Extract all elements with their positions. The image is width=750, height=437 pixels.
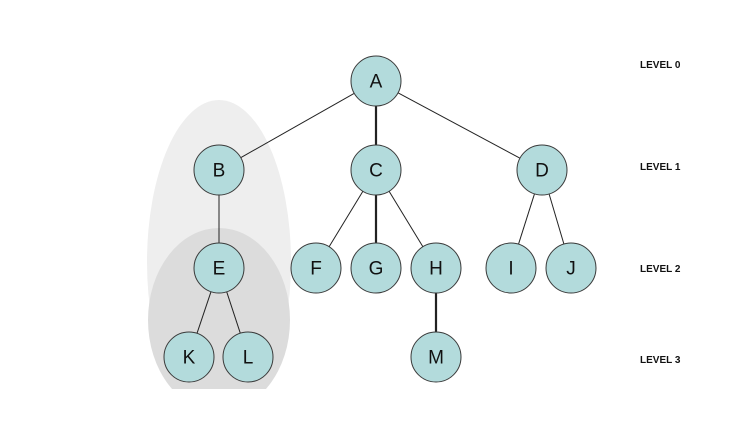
node-label: H [429, 259, 443, 280]
node-f: F [290, 242, 342, 294]
edge-e-l [226, 291, 241, 334]
node-circle [350, 242, 402, 294]
edge-c-h [388, 191, 424, 247]
node-e: E [193, 242, 245, 294]
edge-c-f [328, 191, 364, 247]
node-h: H [410, 242, 462, 294]
node-label: F [310, 259, 322, 280]
node-label: L [243, 348, 254, 369]
node-k: K [163, 331, 215, 383]
node-label: G [369, 259, 384, 280]
node-circle [410, 242, 462, 294]
node-i: I [485, 242, 537, 294]
edge-d-j [548, 193, 565, 245]
node-circle [410, 331, 462, 383]
level-label-0: LEVEL 0 [640, 60, 681, 71]
level-labels: LEVEL 0 LEVEL 1 LEVEL 2 LEVEL 3 [640, 60, 681, 366]
node-label: K [183, 348, 196, 369]
node-label: D [535, 161, 549, 182]
level-label-2: LEVEL 2 [640, 264, 681, 275]
node-b: B [193, 144, 245, 196]
node-c: C [350, 144, 402, 196]
node-label: J [566, 259, 576, 280]
edge-d-i [518, 193, 535, 245]
edge-a-b [240, 92, 355, 159]
edge-e-k [196, 291, 212, 334]
node-circle [516, 144, 568, 196]
node-label: I [508, 259, 513, 280]
level-label-1: LEVEL 1 [640, 162, 681, 173]
node-m: M [410, 331, 462, 383]
node-circle [163, 331, 215, 383]
edge-layer [196, 92, 565, 334]
node-j: J [545, 242, 597, 294]
node-l: L [222, 331, 274, 383]
node-label: B [213, 161, 226, 182]
node-a: A [350, 55, 402, 107]
edge-a-d [397, 92, 521, 159]
node-g: G [350, 242, 402, 294]
node-layer: A B C D E F G H I J K L M [163, 55, 597, 383]
node-circle [545, 242, 597, 294]
node-circle [485, 242, 537, 294]
node-circle [350, 144, 402, 196]
node-label: A [370, 72, 383, 93]
node-circle [193, 144, 245, 196]
node-d: D [516, 144, 568, 196]
node-circle [193, 242, 245, 294]
node-circle [290, 242, 342, 294]
node-circle [350, 55, 402, 107]
node-circle [222, 331, 274, 383]
node-label: M [428, 348, 444, 369]
node-label: E [213, 259, 226, 280]
level-label-3: LEVEL 3 [640, 355, 681, 366]
node-label: C [369, 161, 383, 182]
